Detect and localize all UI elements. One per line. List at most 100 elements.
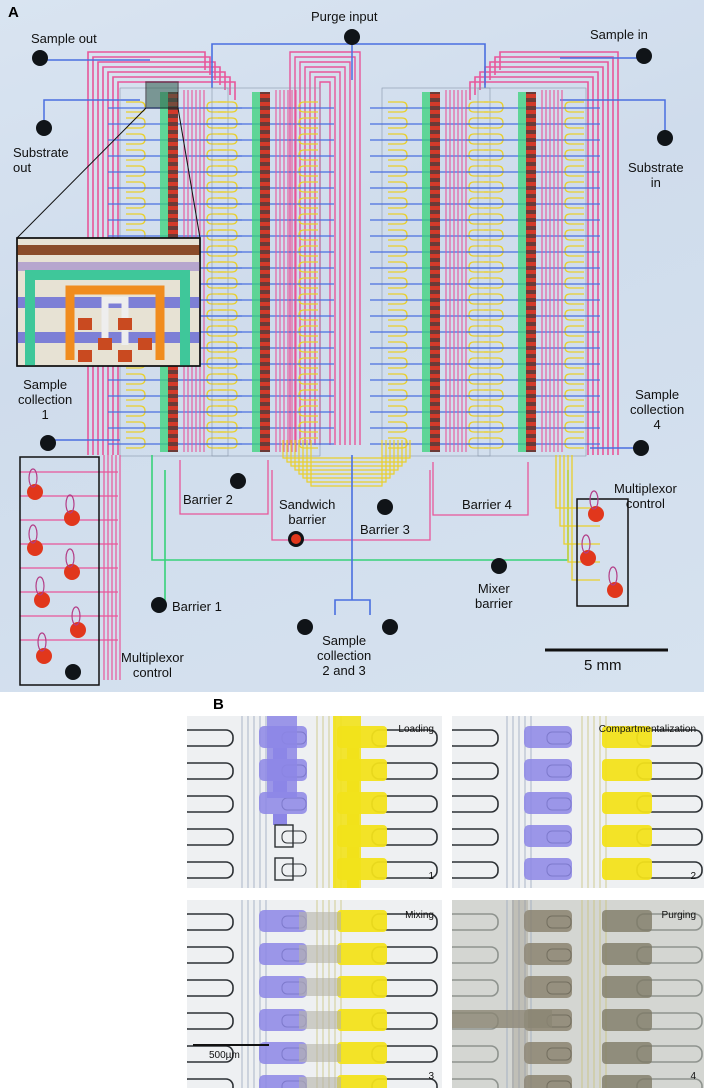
purple-sample-chamber: [524, 1042, 572, 1064]
multiplexor-box-right: [576, 498, 629, 607]
yellow-sample-chamber: [337, 1042, 387, 1064]
serpentine-channel: [187, 729, 234, 747]
purple-sample-chamber: [524, 726, 572, 748]
yellow-channel: [310, 440, 383, 487]
tubing-connector: [65, 548, 75, 568]
yellow-sample-chamber: [602, 1075, 652, 1088]
reaction-chamber: [526, 238, 536, 242]
empty-chamber: [274, 857, 294, 881]
reaction-chamber: [260, 142, 270, 146]
serpentine-channel: [187, 828, 234, 846]
yellow-serpentine: [388, 421, 408, 433]
reaction-chamber: [526, 222, 536, 226]
substrate-out-label: Substrate out: [13, 145, 69, 175]
yellow-serpentine: [564, 261, 584, 273]
pink-channel: [294, 56, 356, 445]
inset-channel-brown: [17, 245, 200, 255]
port-hole: [297, 619, 313, 635]
yellow-serpentine: [218, 261, 238, 273]
yellow-serpentine: [468, 373, 488, 385]
blue-bus: [40, 37, 666, 138]
pink-channel: [289, 51, 361, 445]
yellow-serpentine: [218, 357, 238, 369]
reaction-chamber: [260, 358, 270, 362]
multiplexor-line: [563, 455, 600, 545]
purple-loading-column: [267, 716, 297, 798]
reaction-chamber: [430, 294, 440, 298]
sample-collection-1-label: Sample collection 1: [18, 377, 73, 422]
sandwich-barrier-label: Sandwich barrier: [279, 497, 336, 527]
yellow-channel: [306, 440, 387, 483]
reaction-chamber: [526, 190, 536, 194]
yellow-serpentine: [206, 133, 226, 145]
yellow-serpentine: [468, 245, 488, 257]
yellow-serpentine: [388, 261, 408, 273]
reaction-chamber: [168, 182, 178, 186]
reaction-chamber: [260, 230, 270, 234]
yellow-serpentine: [468, 421, 488, 433]
multiplexor-control-right-label: Multiplexor control: [614, 481, 677, 511]
reaction-chamber: [430, 390, 440, 394]
purple-sample-chamber: [524, 825, 572, 847]
yellow-serpentine: [388, 149, 408, 161]
serpentine-channel: [187, 1012, 234, 1030]
reaction-chamber: [430, 94, 440, 98]
reaction-chamber: [526, 326, 536, 330]
tubing-connector: [65, 494, 75, 514]
purple-sample-chamber: [259, 976, 307, 998]
multiplexor-port: [27, 540, 43, 556]
purge-input-label: Purge input: [311, 9, 378, 24]
frame-mixing: Mixing 3 500µm: [187, 900, 442, 1088]
yellow-serpentine: [218, 309, 238, 321]
yellow-serpentine: [126, 101, 146, 113]
reaction-chamber: [430, 358, 440, 362]
multiplexor-control-left-label: Multiplexor control: [121, 650, 184, 680]
yellow-serpentine: [564, 421, 584, 433]
reaction-chamber: [260, 350, 270, 354]
yellow-serpentine: [484, 213, 504, 225]
multiplexor-port: [588, 506, 604, 522]
reaction-chamber: [260, 198, 270, 202]
reaction-chamber: [430, 438, 440, 442]
purging-micrograph: [452, 900, 704, 1088]
reaction-chamber: [260, 182, 270, 186]
yellow-serpentine: [468, 261, 488, 273]
reaction-chamber: [168, 366, 178, 370]
reaction-chamber: [526, 366, 536, 370]
frame-title: Mixing: [405, 910, 434, 921]
yellow-serpentine: [206, 293, 226, 305]
reaction-chamber: [260, 302, 270, 306]
yellow-sample-chamber: [602, 825, 652, 847]
microfluidic-chip-drawing: [16, 29, 673, 686]
green-channel: [252, 92, 260, 452]
serpentine-channel: [452, 1078, 499, 1088]
reaction-chamber: [260, 238, 270, 242]
reaction-chamber: [260, 326, 270, 330]
frame-compartmentalization: Compartmentalization 2: [452, 716, 704, 888]
purple-sample-chamber: [259, 910, 307, 932]
yellow-serpentine: [298, 309, 318, 321]
port-hole: [633, 440, 649, 456]
reaction-chamber: [526, 318, 536, 322]
yellow-serpentine: [484, 421, 504, 433]
reaction-chamber: [430, 134, 440, 138]
pink-channel: [314, 76, 336, 445]
yellow-serpentine: [484, 341, 504, 353]
yellow-serpentine: [218, 245, 238, 257]
yellow-serpentine: [484, 149, 504, 161]
frame-title: Loading: [398, 724, 434, 735]
reaction-chamber: [526, 286, 536, 290]
pink-channel: [309, 71, 341, 445]
mixed-region: [299, 912, 341, 930]
reaction-chamber: [430, 342, 440, 346]
yellow-serpentine: [388, 229, 408, 241]
reaction-chamber: [260, 262, 270, 266]
multiplexor-line: [559, 455, 600, 527]
yellow-serpentine: [218, 117, 238, 129]
reaction-chamber: [526, 342, 536, 346]
yellow-sample-chamber: [337, 976, 387, 998]
yellow-serpentine: [468, 133, 488, 145]
yellow-serpentine: [388, 245, 408, 257]
yellow-serpentine: [126, 197, 146, 209]
pink-channel: [299, 61, 351, 445]
